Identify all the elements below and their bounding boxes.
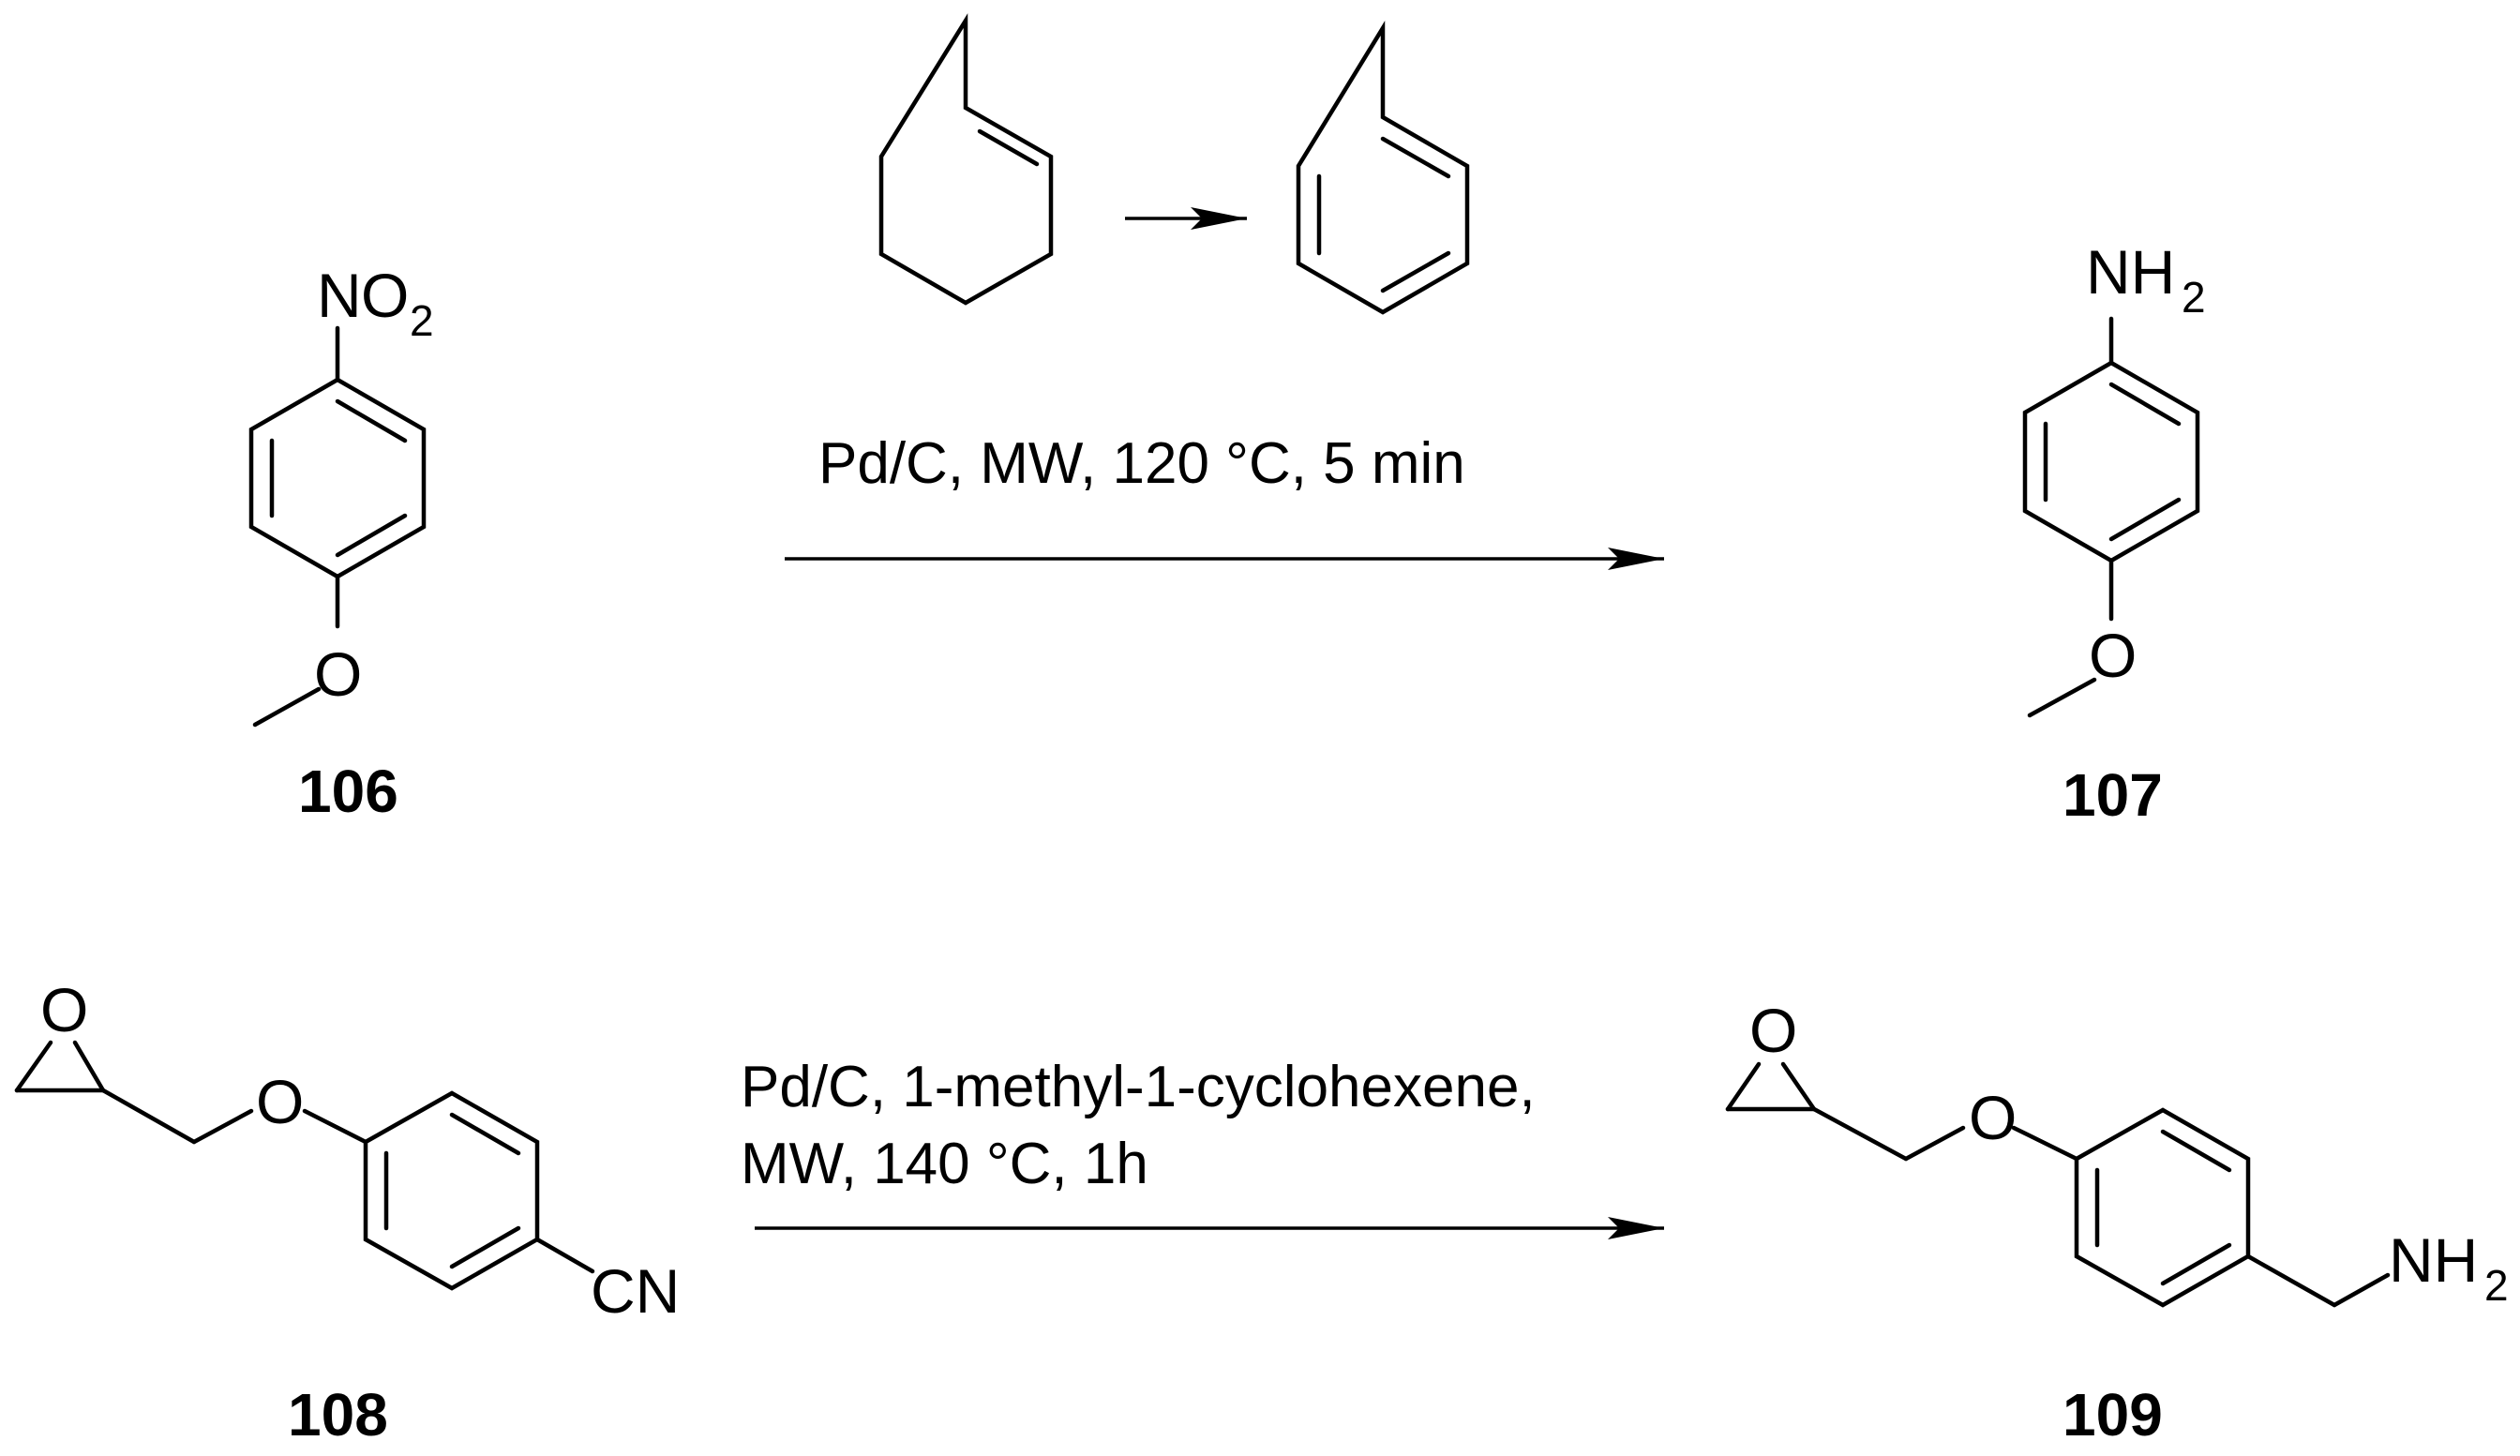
reaction-2-conditions-line-1: Pd/C, 1-methyl-1-cyclohexene, xyxy=(741,1055,1536,1119)
compound-107-amine-subscript: 2 xyxy=(2182,273,2206,322)
compound-109-amine-n: NH xyxy=(2389,1225,2478,1295)
compound-108-nitrile: CN xyxy=(591,1256,680,1326)
compound-106-ether-o: O xyxy=(314,639,362,709)
compound-106-nitro-o: O xyxy=(361,261,409,330)
compound-108-structure xyxy=(14,1040,595,1291)
compound-106-structure xyxy=(248,325,427,728)
compound-108-ether-o: O xyxy=(256,1067,304,1136)
compound-107-label: 107 xyxy=(2062,761,2163,829)
compound-107-ether-o: O xyxy=(2089,621,2137,690)
compound-109-structure xyxy=(1725,1061,2391,1308)
compound-107-amine-n: NH xyxy=(2086,237,2175,307)
compound-109-amine-subscript: 2 xyxy=(2484,1261,2509,1310)
compound-106-label: 106 xyxy=(298,758,398,825)
compound-109-epoxide-o: O xyxy=(1749,996,1797,1065)
methylcyclohexene-structure xyxy=(878,13,1054,306)
compound-106-nitro-n: N xyxy=(317,261,362,330)
reaction-1-conditions: Pd/C, MW, 120 °C, 5 min xyxy=(818,431,1465,496)
compound-106-nitro-subscript: 2 xyxy=(410,296,434,345)
compound-108-label: 108 xyxy=(288,1381,388,1448)
reaction-2-conditions-line-2: MW, 140 °C, 1h xyxy=(741,1132,1148,1196)
compound-108-epoxide-o: O xyxy=(40,975,88,1044)
compound-109-label: 109 xyxy=(2062,1381,2163,1448)
compound-107-structure xyxy=(2022,316,2200,718)
toluene-structure xyxy=(1296,21,1470,315)
compound-109-ether-o: O xyxy=(1969,1083,2017,1152)
